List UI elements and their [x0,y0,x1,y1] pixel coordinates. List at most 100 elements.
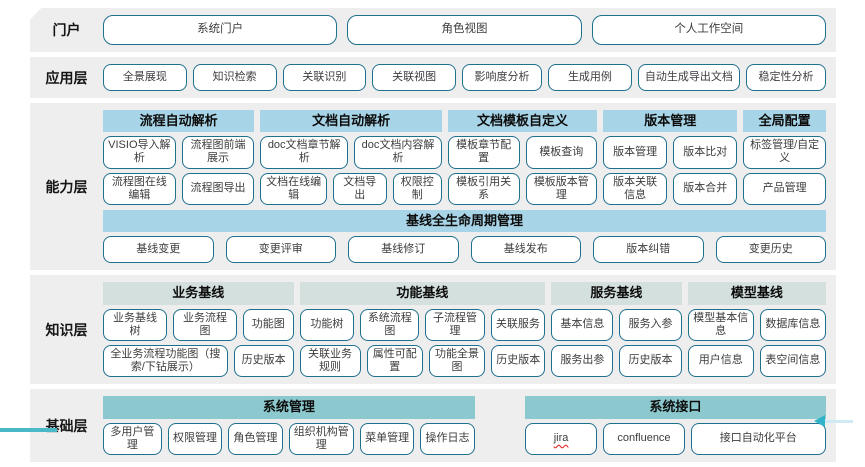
module-button: 变更历史 [715,236,826,264]
arrow-left-icon [814,415,825,427]
layer-label-capability: 能力层 [45,178,88,195]
module-button: 全业务流程功能图（搜索/下钻展示） [103,344,228,378]
module-button: 文档在线编辑 [260,172,327,205]
module-button: 文档导出 [333,172,387,205]
module-button: doc文档章节解析 [260,136,349,169]
module-button: 模板版本管理 [525,172,598,205]
module-button: 模板章节配置 [447,136,520,169]
module-button: 功能树 [299,308,355,341]
layer-capability: 能力层 流程自动解析 VISIO导入解析 流程图前端展示 流程图在线编辑 流程图… [30,103,836,271]
module-button: 生成用例 [548,64,632,91]
group-process-auto-parse-header: 流程自动解析 [103,110,255,133]
foundation-groups: 系统管理 多用户管理 权限管理 角色管理 组织机构管理 菜单管理 操作日志 系统… [103,396,826,455]
module-button: 标签管理/自定义 [743,136,826,169]
module-button: doc文档内容解析 [354,136,442,169]
module-button: 功能全景图 [428,344,486,378]
group-row: 模板章节配置 模板查询 [447,136,598,169]
module-button: 流程图前端展示 [181,136,255,169]
application-button-row: 全景展现 知识检索 关联识别 关联视图 影响度分析 生成用例 自动生成导出文档 … [103,64,827,91]
knowledge-content: 业务基线 业务基线树 业务流程图 功能图 全业务流程功能图（搜索/下钻展示） 历… [103,282,827,378]
module-button: confluence [603,422,685,455]
module-button: 个人工作空间 [591,15,826,45]
module-button: 影响度分析 [462,64,543,91]
module-button: 接口自动化平台 [690,422,826,455]
baseline-lifecycle-section: 基线全生命周期管理 基线变更 变更评审 基线修订 基线发布 版本纠错 变更历史 [103,210,826,264]
group-service-baseline: 服务基线 基本信息 服务入参 服务出参 历史版本 [551,282,682,378]
baseline-lifecycle-header: 基线全生命周期管理 [103,210,826,233]
knowledge-groups: 业务基线 业务基线树 业务流程图 功能图 全业务流程功能图（搜索/下钻展示） 历… [103,282,827,378]
layer-portal: 门户 系统门户 角色视图 个人工作空间 [30,8,836,52]
layer-foundation: 基础层 系统管理 多用户管理 权限管理 角色管理 组织机构管理 菜单管理 操作日… [30,389,836,462]
group-model-baseline-header: 模型基线 [687,282,827,305]
group-row: 版本关联信息 版本合并 [603,172,738,205]
module-button: 角色视图 [347,15,582,45]
group-row: 模型基本信息 数据库信息 [687,308,827,341]
group-global-config: 全局配置 标签管理/自定义 产品管理 [743,110,826,205]
module-button: 功能图 [243,308,294,341]
module-button: 属性可配置 [366,344,423,378]
module-button: 版本关联信息 [603,172,668,205]
group-process-auto-parse: 流程自动解析 VISIO导入解析 流程图前端展示 流程图在线编辑 流程图导出 [103,110,255,205]
group-version-management-header: 版本管理 [603,110,738,133]
foundation-content: 系统管理 多用户管理 权限管理 角色管理 组织机构管理 菜单管理 操作日志 系统… [103,396,826,455]
scroll-arrow-decoration [814,415,853,427]
module-button: 历史版本 [233,344,294,378]
group-row: 功能树 系统流程图 子流程管理 关联服务 [299,308,546,341]
module-button: 关联识别 [282,64,367,91]
module-button: 模型基本信息 [687,308,754,341]
module-button: 产品管理 [743,172,826,205]
group-row: 标签管理/自定义 [743,136,826,169]
capability-content: 流程自动解析 VISIO导入解析 流程图前端展示 流程图在线编辑 流程图导出 文… [103,110,826,264]
module-button: 角色管理 [228,422,283,455]
module-button: 权限管理 [167,422,223,455]
module-button: 关联业务规则 [299,344,361,378]
bottom-left-accent-bar [0,428,57,432]
module-button: 服务入参 [619,308,682,341]
module-button: 历史版本 [619,344,682,378]
portal-button-row: 系统门户 角色视图 个人工作空间 [103,15,826,45]
application-content: 全景展现 知识检索 关联识别 关联视图 影响度分析 生成用例 自动生成导出文档 … [103,64,827,91]
layer-label-foundation: 基础层 [45,417,88,434]
group-model-baseline: 模型基线 模型基本信息 数据库信息 用户信息 表空间信息 [687,282,827,378]
group-doc-template-custom: 文档模板自定义 模板章节配置 模板查询 模板引用关系 模板版本管理 [447,110,598,205]
group-row: 多用户管理 权限管理 角色管理 组织机构管理 菜单管理 操作日志 [103,422,475,455]
group-system-interface: 系统接口 jira confluence 接口自动化平台 [524,396,826,455]
group-row: 全业务流程功能图（搜索/下钻展示） 历史版本 [103,344,294,378]
module-button: 关联服务 [490,308,546,341]
module-button: 历史版本 [491,344,546,378]
module-button: 操作日志 [420,422,475,455]
module-button: 服务出参 [551,344,614,378]
module-button: 模板查询 [525,136,598,169]
module-button: 版本管理 [603,136,668,169]
group-row: jira confluence 接口自动化平台 [524,422,826,455]
module-button: 权限控制 [392,172,442,205]
group-row: 关联业务规则 属性可配置 功能全景图 历史版本 [299,344,546,378]
group-service-baseline-header: 服务基线 [551,282,682,305]
module-button: 菜单管理 [359,422,415,455]
group-row: 业务基线树 业务流程图 功能图 [103,308,294,341]
module-button: VISIO导入解析 [103,136,176,169]
group-global-config-header: 全局配置 [743,110,826,133]
architecture-diagram: 门户 系统门户 角色视图 个人工作空间 应用层 全景展现 知识检索 关联识别 关… [30,8,836,467]
group-function-baseline-header: 功能基线 [299,282,546,305]
group-row: 用户信息 表空间信息 [687,344,827,378]
layer-label-application: 应用层 [45,69,88,86]
group-row: 流程图在线编辑 流程图导出 [103,172,255,205]
module-button: 版本纠错 [593,236,704,264]
group-system-interface-header: 系统接口 [524,396,826,419]
module-button: 表空间信息 [759,344,827,378]
portal-content: 系统门户 角色视图 个人工作空间 [103,15,826,45]
module-button: 关联视图 [372,64,456,91]
module-button: 版本合并 [673,172,738,205]
group-row: 基本信息 服务入参 [551,308,682,341]
group-business-baseline-header: 业务基线 [103,282,294,305]
group-system-management-header: 系统管理 [103,396,475,419]
layer-label-portal: 门户 [52,22,81,38]
group-row: 产品管理 [743,172,826,205]
layer-application: 应用层 全景展现 知识检索 关联识别 关联视图 影响度分析 生成用例 自动生成导… [30,57,836,98]
module-button: 基线变更 [103,236,214,264]
group-row: VISIO导入解析 流程图前端展示 [103,136,255,169]
group-row: 模板引用关系 模板版本管理 [447,172,598,205]
group-function-baseline: 功能基线 功能树 系统流程图 子流程管理 关联服务 关联业务规则 属性可配置 功… [299,282,546,378]
baseline-button-row: 基线变更 变更评审 基线修订 基线发布 版本纠错 变更历史 [103,236,826,264]
